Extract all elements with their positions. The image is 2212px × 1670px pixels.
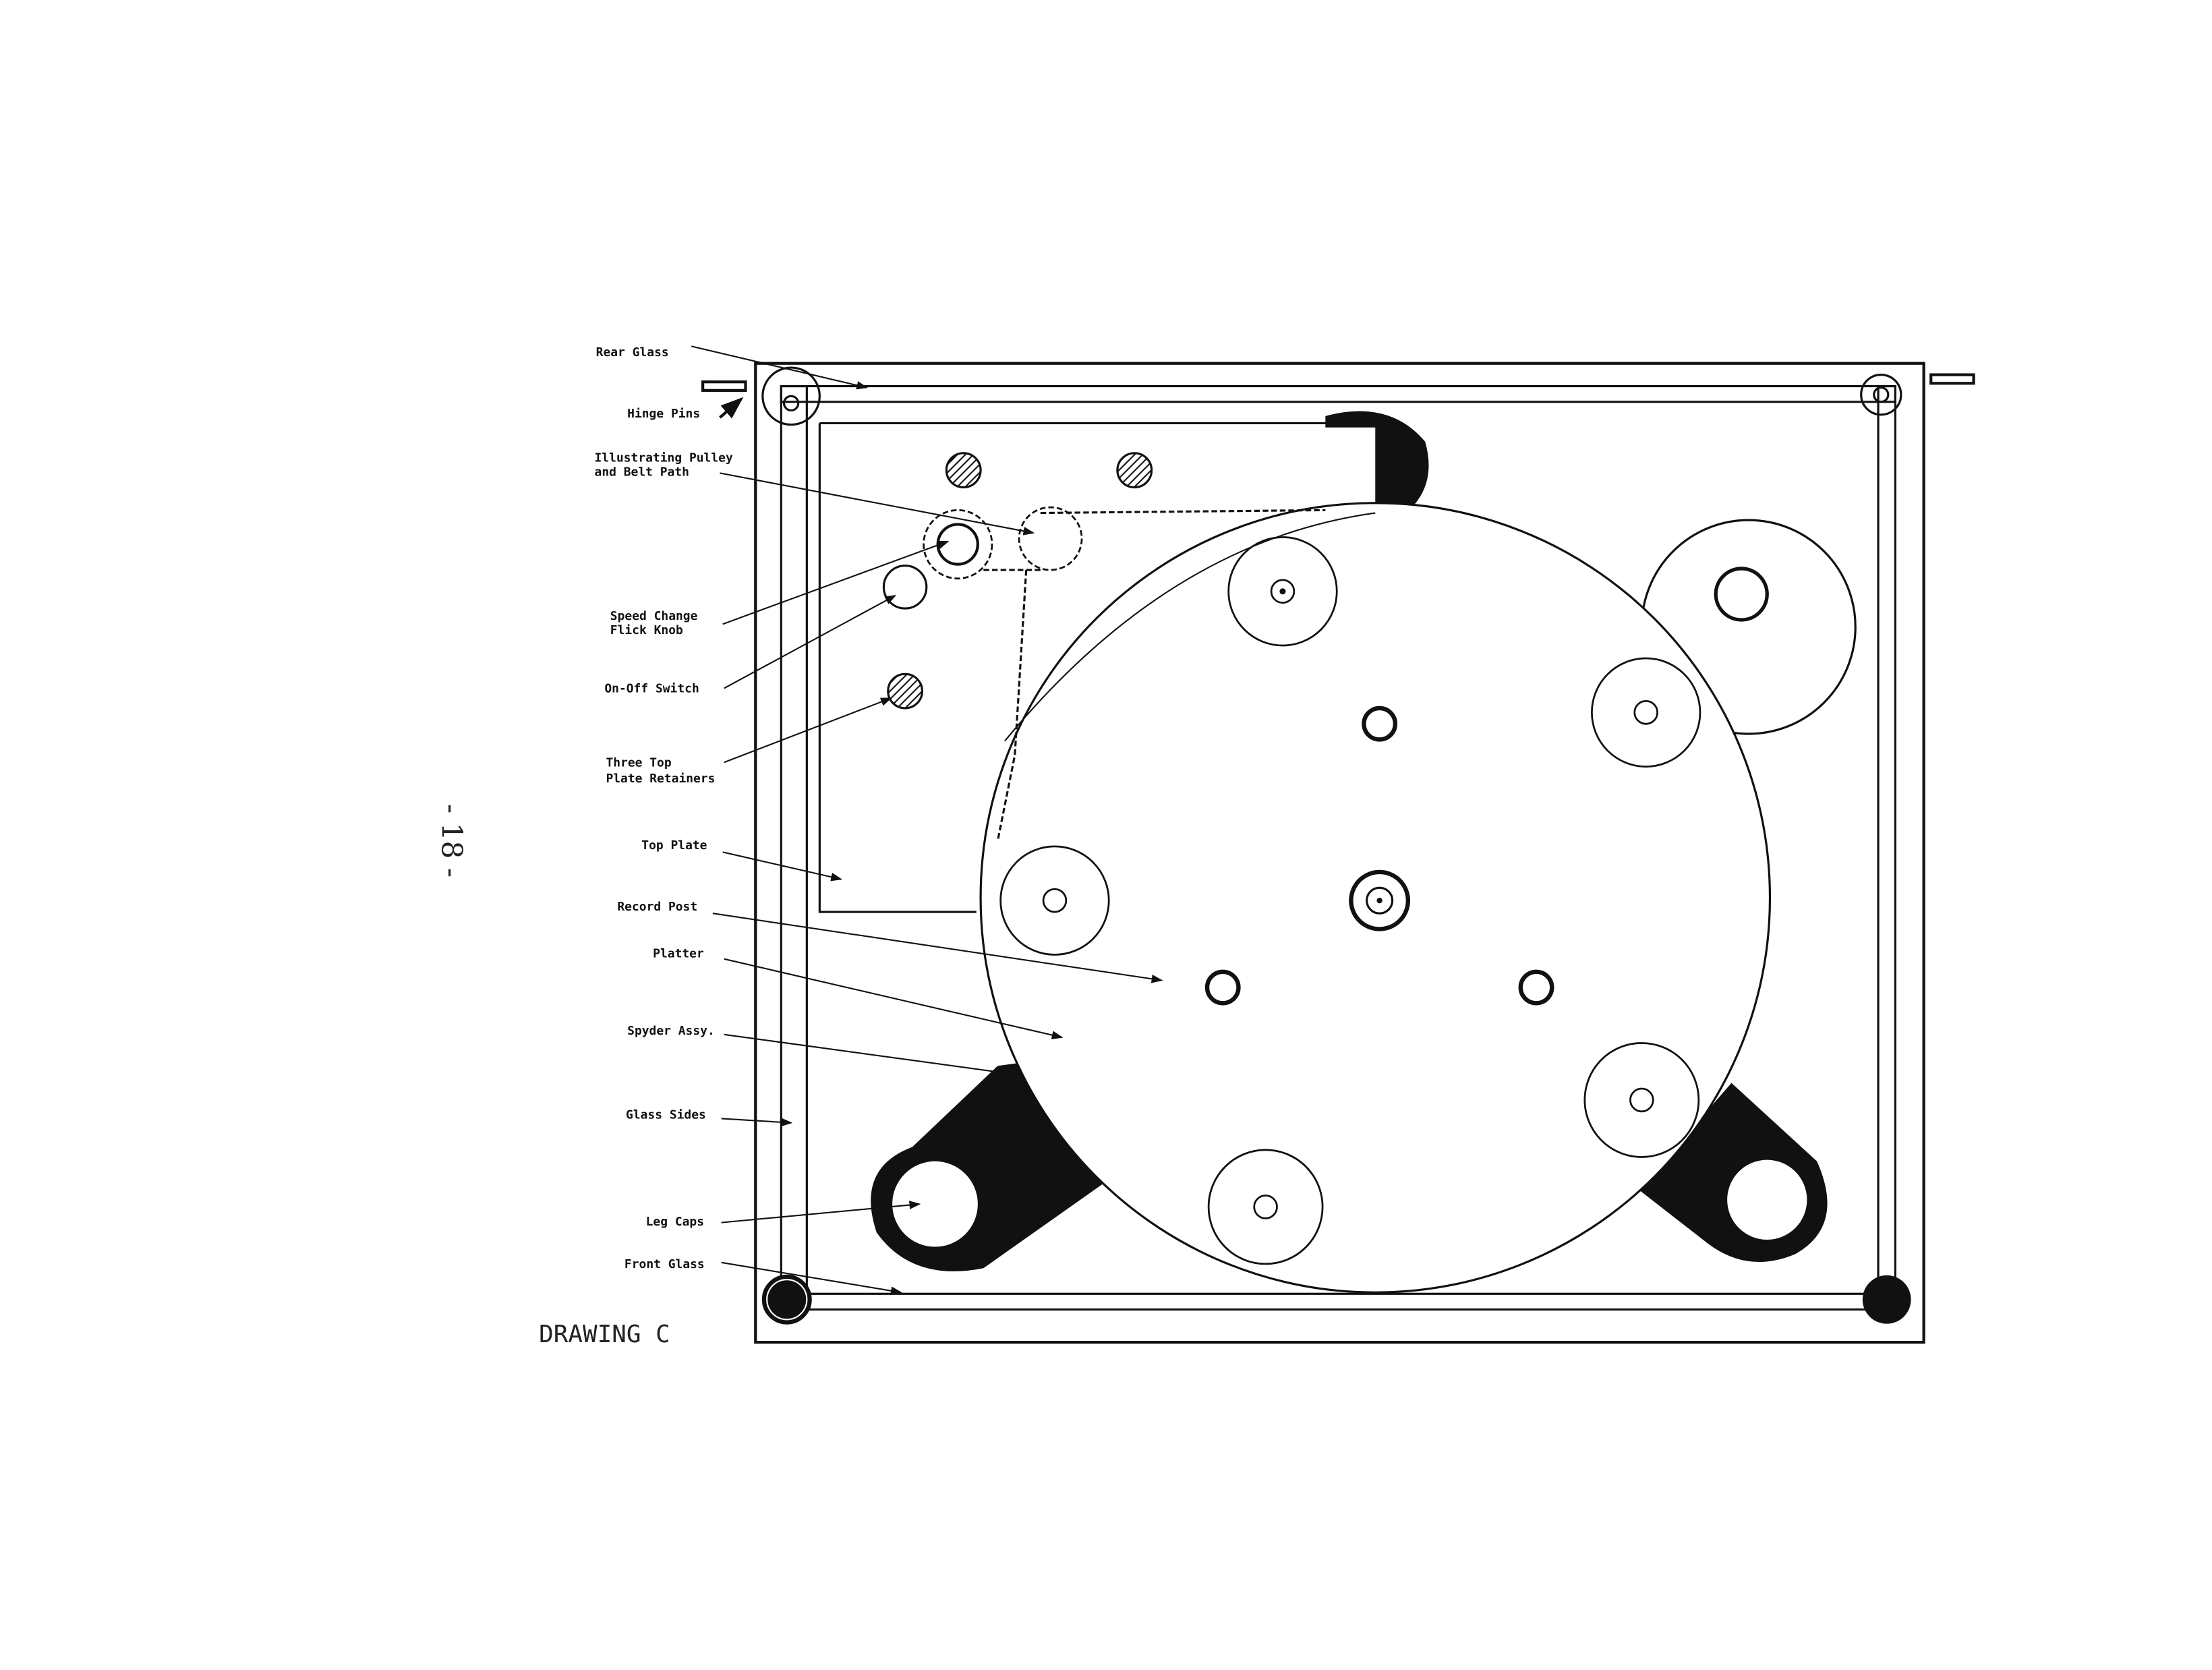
label-pulley-line2: and Belt Path [595,465,689,480]
label-rear-glass: Rear Glass [596,345,669,359]
pulley-belt-path [882,506,1326,841]
label-speed-line2: Flick Knob [610,623,683,637]
label-retainers-line2: Plate Retainers [606,772,715,786]
label-on-off-switch: On-Off Switch [604,682,699,696]
label-top-plate: Top Plate [641,838,707,853]
corner-feet [761,1274,1911,1325]
label-pulley-line1: Illustrating Pulley [595,451,733,465]
drawing-caption: DRAWING C [539,1321,670,1348]
label-leg-caps: Leg Caps [646,1215,704,1229]
hinge-pins [701,366,1975,426]
label-front-glass: Front Glass [624,1257,705,1271]
label-speed-line1: Speed Change [610,609,698,623]
leg-cap-right [1639,1083,1828,1262]
platter-rim [1004,512,1376,742]
top-bracket [1325,411,1429,521]
page-number: - 18 - [436,804,469,877]
platter [979,502,1772,1294]
label-glass-sides: Glass Sides [626,1107,706,1122]
callouts: Rear Glass Hinge Pins Illustrating Pulle… [595,345,1163,1295]
base-frame [754,362,1925,1344]
label-platter: Platter [653,947,704,961]
label-retainers-line1: Three Top [606,756,671,770]
motor-hub [1714,567,1769,622]
spyder-rollers [999,536,1701,1265]
record-posts [1204,706,1554,1006]
label-spyder-assy: Spyder Assy. [627,1024,715,1038]
top-plate [818,422,1380,913]
label-hinge-pins: Hinge Pins [627,407,700,421]
top-plate-retainers [887,452,1153,710]
label-record-post: Record Post [617,900,697,914]
